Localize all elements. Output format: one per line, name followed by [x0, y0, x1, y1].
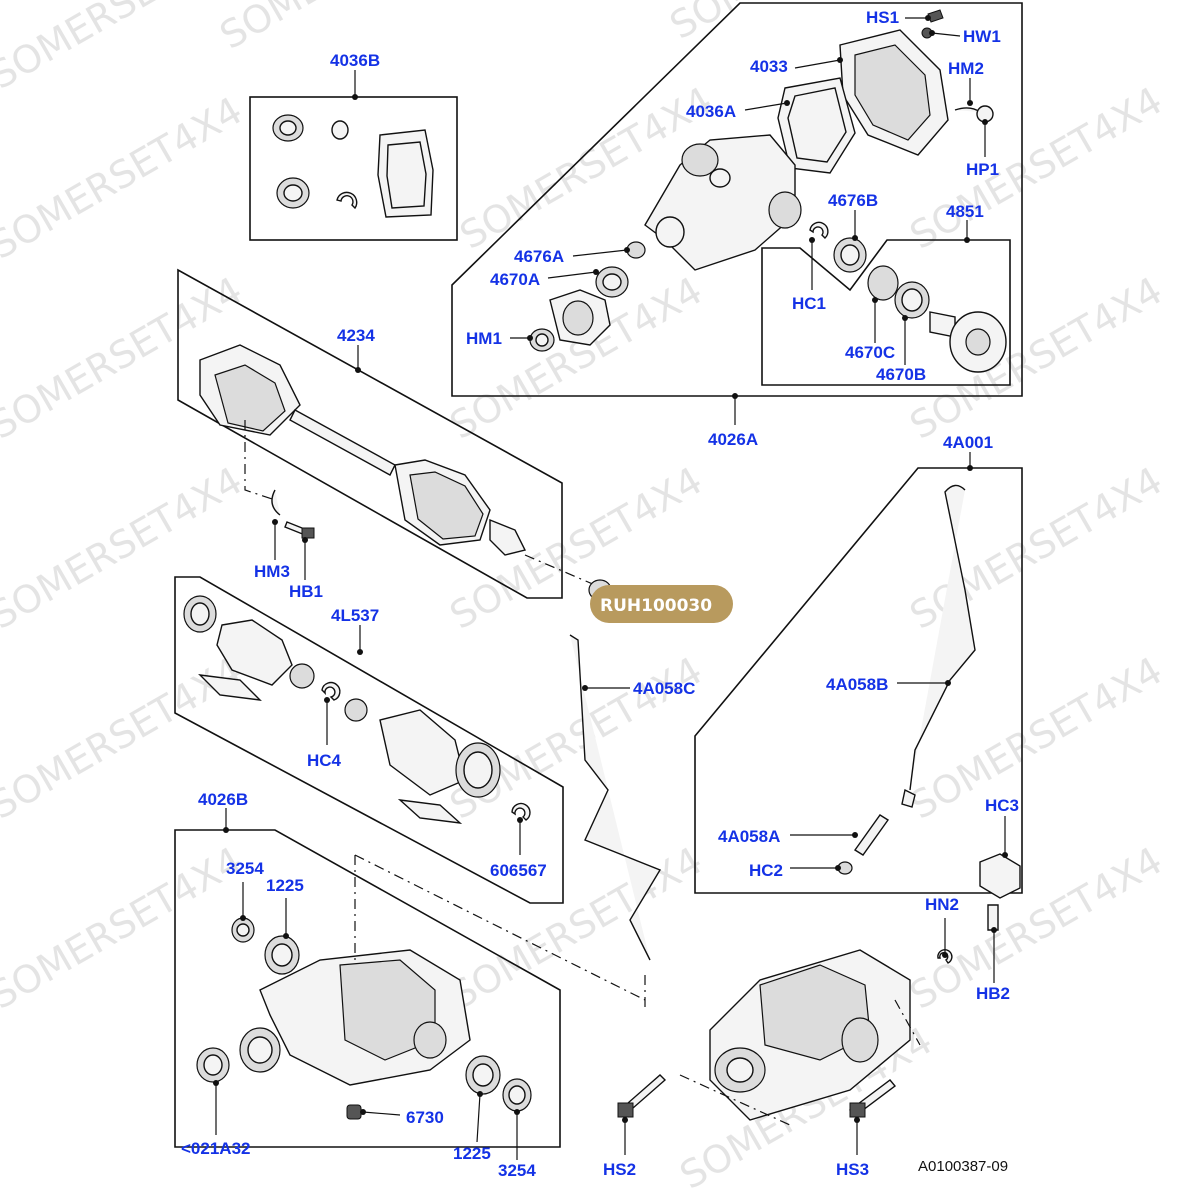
group-4234[interactable]: [177, 268, 596, 599]
label-4A058B[interactable]: 4A058B: [826, 675, 888, 694]
label-HP1[interactable]: HP1: [966, 160, 999, 179]
badge-part-number: RUH100030: [600, 596, 712, 616]
label-4036A[interactable]: 4036A: [686, 102, 736, 121]
label-HM2[interactable]: HM2: [948, 59, 984, 78]
watermark: SOMERSET4X4: [443, 648, 710, 828]
label-3254-top[interactable]: 3254: [226, 859, 264, 878]
label-HS2[interactable]: HS2: [603, 1160, 636, 1179]
watermark: SOMERSET4X4: [0, 88, 250, 268]
label-4026A[interactable]: 4026A: [708, 430, 758, 449]
watermark: SOMERSET4X4: [903, 838, 1170, 1018]
label-4026B[interactable]: 4026B: [198, 790, 248, 809]
label-021A32[interactable]: <021A32: [181, 1139, 250, 1158]
group-4026A[interactable]: [451, 2, 1023, 425]
group-4A001[interactable]: [694, 452, 1023, 894]
label-1225-top[interactable]: 1225: [266, 876, 304, 895]
watermark: SOMERSET4X4: [213, 0, 480, 58]
label-4033[interactable]: 4033: [750, 57, 788, 76]
highlight-badge[interactable]: RUH100030: [588, 579, 733, 623]
label-HM1[interactable]: HM1: [466, 329, 502, 348]
hm3-hb1-parts: [271, 489, 315, 580]
label-HB2[interactable]: HB2: [976, 984, 1010, 1003]
label-HC4[interactable]: HC4: [307, 751, 342, 770]
label-4676B[interactable]: 4676B: [828, 191, 878, 210]
label-HC3[interactable]: HC3: [985, 796, 1019, 815]
label-4670B[interactable]: 4670B: [876, 365, 926, 384]
label-1225-bottom[interactable]: 1225: [453, 1144, 491, 1163]
label-4670A[interactable]: 4670A: [490, 270, 540, 289]
watermark: SOMERSET4X4: [903, 458, 1170, 638]
label-HN2[interactable]: HN2: [925, 895, 959, 914]
label-4851[interactable]: 4851: [946, 202, 984, 221]
figure-code: A0100387-09: [918, 1158, 1008, 1175]
group-4036B[interactable]: [249, 70, 458, 241]
watermark: SOMERSET4X4: [443, 838, 710, 1018]
watermark: SOMERSET4X4: [0, 0, 250, 98]
label-4A001[interactable]: 4A001: [943, 433, 993, 452]
group-4026B[interactable]: [174, 808, 646, 1160]
group-4L537[interactable]: [174, 576, 564, 904]
label-HW1[interactable]: HW1: [963, 27, 1001, 46]
label-3254-bottom[interactable]: 3254: [498, 1161, 536, 1180]
label-4036B[interactable]: 4036B: [330, 51, 380, 70]
label-HS3[interactable]: HS3: [836, 1160, 869, 1179]
label-HS1[interactable]: HS1: [866, 8, 899, 27]
leaders-upper: [510, 15, 988, 365]
watermark: SOMERSET4X4: [903, 268, 1170, 448]
label-4670C[interactable]: 4670C: [845, 343, 895, 362]
label-HC2[interactable]: HC2: [749, 861, 783, 880]
label-6730[interactable]: 6730: [406, 1108, 444, 1127]
label-HC1[interactable]: HC1: [792, 294, 826, 313]
group-4A058C[interactable]: [569, 634, 662, 1010]
rear-differential-assembly[interactable]: [617, 816, 1021, 1155]
label-HM3[interactable]: HM3: [254, 562, 290, 581]
label-606567[interactable]: 606567: [490, 861, 547, 880]
label-4234[interactable]: 4234: [337, 326, 375, 345]
label-4A058A[interactable]: 4A058A: [718, 827, 780, 846]
label-4676A[interactable]: 4676A: [514, 247, 564, 266]
label-4L537[interactable]: 4L537: [331, 606, 379, 625]
watermark: SOMERSET4X4: [0, 838, 250, 1018]
label-HB1[interactable]: HB1: [289, 582, 323, 601]
label-4A058C[interactable]: 4A058C: [633, 679, 695, 698]
badge-background: [590, 585, 733, 623]
